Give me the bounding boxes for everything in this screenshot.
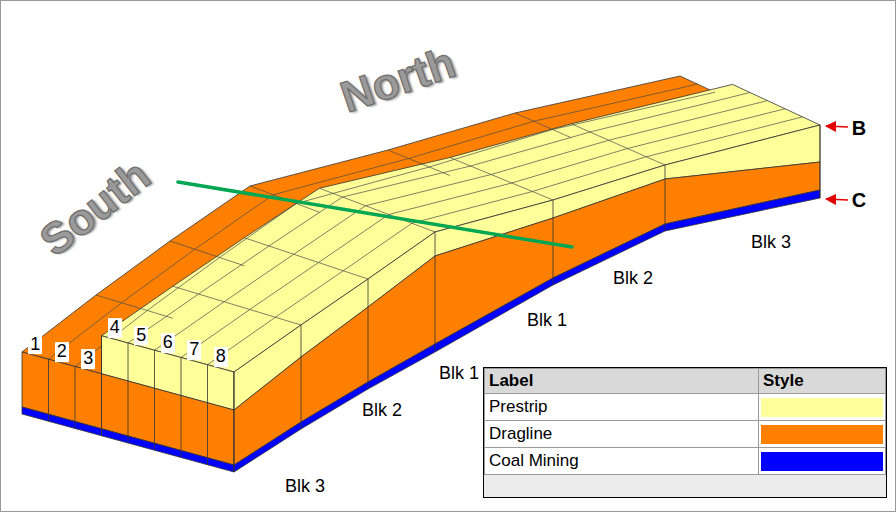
- column-heading: Label: [489, 371, 754, 391]
- strip-front-line: [154, 350, 155, 450]
- horizon-label: C: [852, 189, 866, 211]
- strip-line: [173, 286, 301, 325]
- style-cell: [759, 421, 886, 448]
- block-label: Blk 2: [362, 401, 402, 421]
- strip-line: [571, 124, 665, 165]
- strip-line: [388, 150, 450, 176]
- header-cell: Style: [759, 369, 886, 394]
- strip-front-lines: [49, 336, 208, 465]
- block-edge: [665, 165, 666, 231]
- strip-front-line: [128, 343, 129, 443]
- pointer-arrow: [826, 126, 848, 127]
- legend-swatch: [761, 425, 883, 444]
- strip-line: [170, 241, 244, 266]
- legend-table: Label StylePrestripDraglineCoal Mining: [483, 367, 887, 498]
- strip-line: [244, 238, 368, 279]
- strip-number: 6: [161, 333, 175, 353]
- strip-front-line: [181, 358, 182, 458]
- label-cell: Dragline: [485, 421, 759, 448]
- strip-line: [96, 295, 173, 318]
- legend-grid: Label StylePrestripDraglineCoal Mining: [484, 368, 886, 475]
- strip-line: [515, 113, 571, 138]
- strip-number: 3: [81, 349, 95, 369]
- strip-front-line: [101, 336, 102, 436]
- direction-label: North: [335, 38, 462, 122]
- legend-label: Coal Mining: [489, 451, 754, 471]
- block-edge: [301, 325, 302, 429]
- block-label: Blk 3: [285, 477, 325, 497]
- strip-front-line: [48, 359, 49, 421]
- block-label: Blk 2: [613, 269, 653, 289]
- legend-swatch: [761, 398, 883, 417]
- strip-front-line: [75, 367, 76, 429]
- block-edge: [820, 125, 821, 198]
- style-cell: [759, 448, 886, 475]
- side-coal-face: [234, 190, 820, 472]
- front-coal-face: [102, 429, 235, 472]
- legend-row: Dragline: [485, 421, 886, 448]
- legend-swatch: [761, 452, 883, 471]
- strip-number: 1: [28, 335, 42, 355]
- pointer-arrow: [826, 199, 848, 200]
- label-cell: Coal Mining: [485, 448, 759, 475]
- block-edge: [368, 279, 369, 389]
- strip-number: 5: [134, 326, 148, 346]
- section-line: [178, 182, 572, 247]
- strip-number: 8: [214, 347, 228, 367]
- label-cell: Prestrip: [485, 394, 759, 421]
- block-edge: [234, 372, 235, 472]
- block-edge: [435, 232, 436, 352]
- legend-header: Label Style: [485, 369, 886, 394]
- column-heading: Style: [763, 371, 881, 391]
- strip-front-line: [207, 365, 208, 465]
- block-label: Blk 1: [439, 364, 479, 384]
- strip-number: 7: [187, 340, 201, 360]
- pit-block: [22, 76, 820, 472]
- strip-line: [319, 188, 435, 232]
- block-label: Blk 1: [527, 311, 567, 331]
- block-label: Blk 3: [751, 233, 791, 253]
- style-cell: [759, 394, 886, 421]
- legend-label: Dragline: [489, 424, 754, 444]
- strip-line: [450, 158, 553, 201]
- horizon-label: B: [852, 117, 866, 139]
- legend-row: Coal Mining: [485, 448, 886, 475]
- legend-label: Prestrip: [489, 397, 754, 417]
- legend-row: Prestrip: [485, 394, 886, 421]
- front-coal-face: [22, 407, 102, 436]
- direction-label: South: [31, 151, 159, 266]
- strip-number: 4: [108, 318, 122, 338]
- header-cell: Label: [485, 369, 759, 394]
- strip-number: 2: [55, 342, 69, 362]
